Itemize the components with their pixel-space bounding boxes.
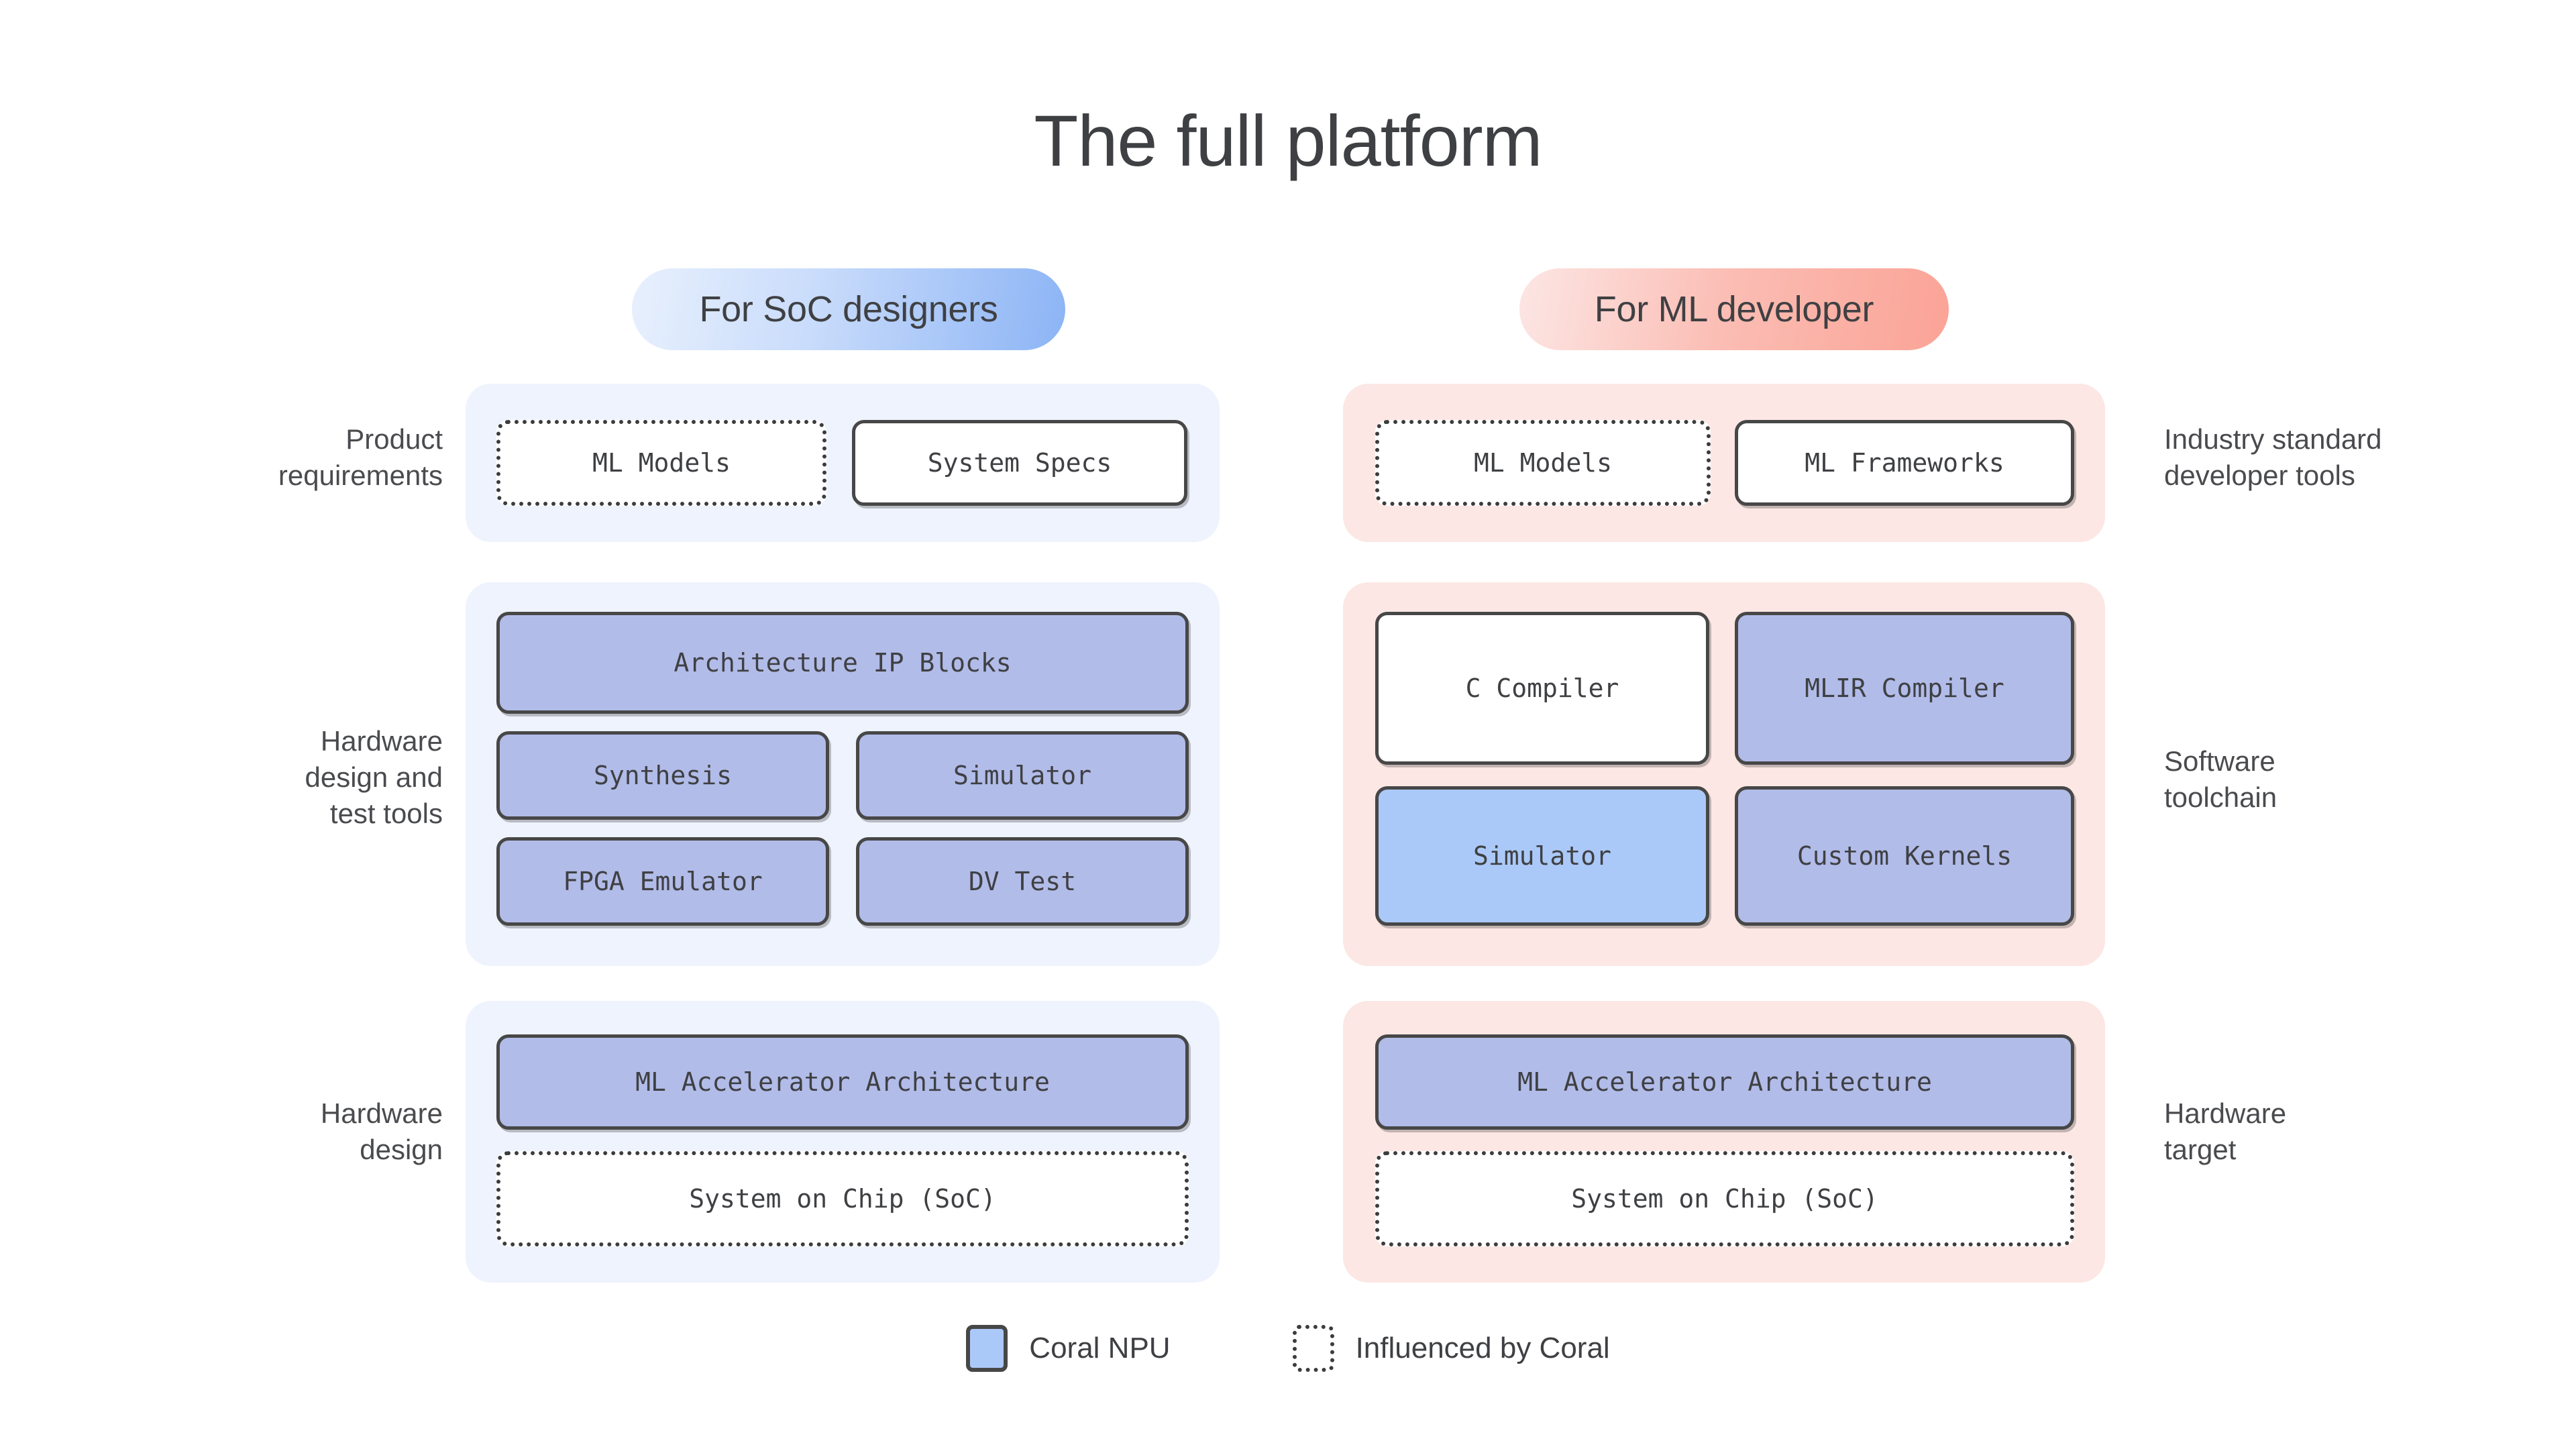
legend: Coral NPU Influenced by Coral [0,1325,2576,1372]
node-system-on-chip-ml[interactable]: System on Chip (SoC) [1375,1151,2074,1246]
node-simulator-ml[interactable]: Simulator [1375,786,1709,926]
legend-label-influenced-by-coral: Influenced by Coral [1355,1332,1610,1364]
node-fpga-emulator[interactable]: FPGA Emulator [496,837,829,926]
node-system-specs[interactable]: System Specs [852,420,1187,506]
node-c-compiler[interactable]: C Compiler [1375,612,1709,765]
node-dv-test[interactable]: DV Test [856,837,1189,926]
pill-for-ml-developer[interactable]: For ML developer [1519,268,1949,350]
legend-swatch-coral-npu-icon [966,1325,1008,1372]
legend-label-coral-npu: Coral NPU [1029,1332,1171,1364]
legend-swatch-influenced-by-coral-icon [1292,1325,1334,1372]
pill-for-soc-designers[interactable]: For SoC designers [632,268,1065,350]
node-synthesis[interactable]: Synthesis [496,731,829,820]
node-ml-models-soc[interactable]: ML Models [496,420,826,506]
page-title: The full platform [1034,100,1542,181]
node-ml-models-ml[interactable]: ML Models [1375,420,1711,506]
node-ml-frameworks[interactable]: ML Frameworks [1735,420,2074,506]
legend-item-influenced-by-coral: Influenced by Coral [1292,1325,1610,1372]
node-custom-kernels[interactable]: Custom Kernels [1735,786,2074,926]
node-simulator-soc[interactable]: Simulator [856,731,1189,820]
node-architecture-ip-blocks[interactable]: Architecture IP Blocks [496,612,1189,714]
node-mlir-compiler[interactable]: MLIR Compiler [1735,612,2074,765]
node-ml-accelerator-architecture-ml[interactable]: ML Accelerator Architecture [1375,1034,2074,1130]
legend-item-coral-npu: Coral NPU [966,1325,1171,1372]
node-ml-accelerator-architecture-soc[interactable]: ML Accelerator Architecture [496,1034,1189,1130]
node-system-on-chip-soc[interactable]: System on Chip (SoC) [496,1151,1189,1246]
